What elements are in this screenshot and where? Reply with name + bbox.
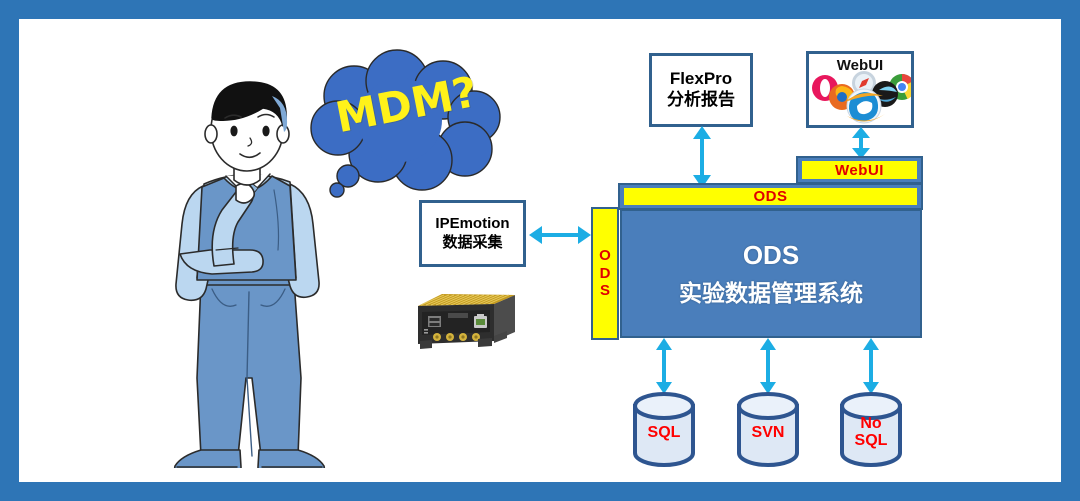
arrow-webuipanel-to-webuibar (852, 127, 870, 159)
safari-icon (852, 71, 876, 95)
flexpro-line2: 分析报告 (667, 90, 735, 109)
database-cylinder-sql[interactable]: SQL (631, 392, 697, 467)
ods-top-bar-label: ODS (753, 188, 788, 205)
firefox-icon (829, 84, 855, 110)
arrow-ipemotion-to-ods (529, 226, 591, 244)
ods-top-bar-label-wrap: ODS (624, 188, 917, 205)
ods-subtitle: 实验数据管理系统 (679, 279, 863, 306)
database-cylinder-nosql[interactable]: No SQL (838, 392, 904, 467)
ods-webui-bar-label-wrap: WebUI (802, 161, 917, 179)
ipemotion-box[interactable]: IPEmotion 数据采集 (419, 200, 526, 267)
ods-main-box[interactable]: ODS 实验数据管理系统 (620, 209, 922, 338)
arrow-ods-to-sql (656, 338, 672, 394)
data-acquisition-device-illustration (416, 294, 515, 357)
webui-browsers-panel[interactable]: WebUI (806, 51, 914, 128)
ods-side-letter-s: S (599, 282, 610, 300)
ipemotion-line2: 数据采集 (442, 233, 503, 251)
internet-explorer-icon (845, 88, 885, 124)
ods-webui-bar[interactable]: WebUI (796, 156, 923, 184)
ods-title: ODS (742, 239, 800, 270)
flexpro-box[interactable]: FlexPro 分析报告 (649, 53, 753, 127)
database-cylinder-svn[interactable]: SVN (735, 392, 801, 467)
arrow-ods-to-nosql (863, 338, 879, 394)
flexpro-line1: FlexPro (669, 69, 733, 89)
ods-side-letter-o: O (599, 246, 611, 264)
arrow-ods-to-svn (760, 338, 776, 394)
thought-cloud-icon (310, 49, 501, 198)
ods-webui-bar-label: WebUI (835, 161, 884, 179)
thinking-person-illustration (173, 81, 326, 468)
ods-top-bar[interactable]: ODS (618, 183, 923, 210)
webui-panel-title: WebUI (836, 57, 884, 74)
ipemotion-line1: IPEmotion (435, 215, 510, 233)
ods-side-letter-d: D (599, 264, 611, 282)
arrow-flexpro-to-ods (693, 126, 711, 188)
ods-side-bar[interactable]: O D S (591, 207, 619, 340)
